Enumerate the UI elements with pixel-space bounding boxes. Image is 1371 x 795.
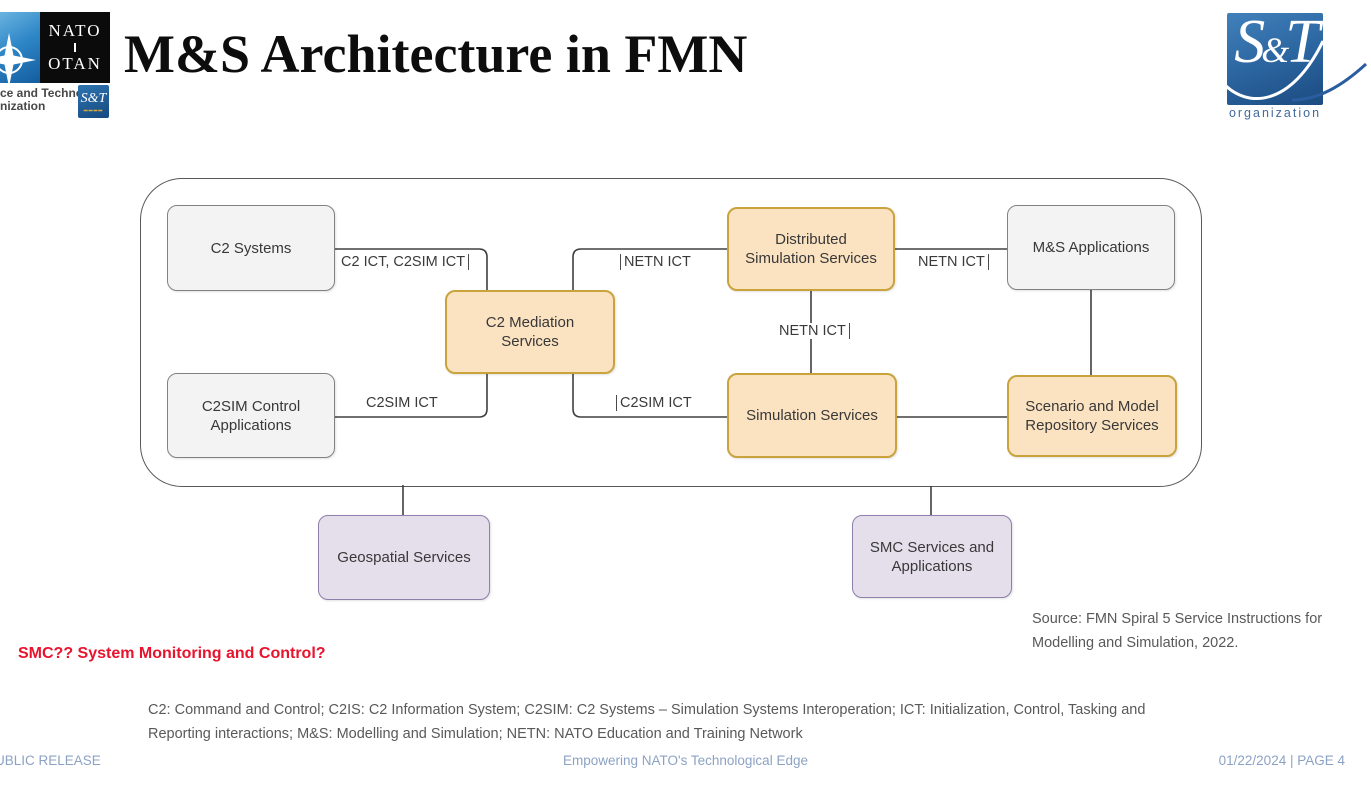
box-ms-applications: M&S Applications (1007, 205, 1175, 290)
sto-swoosh-inner (1227, 40, 1323, 101)
st-small-badge-caption: ▂▂▂▂ (83, 107, 104, 112)
sto-letter-s: S (1234, 13, 1265, 76)
sto-swoosh-tail (1291, 62, 1368, 102)
sto-logo: S&T (1227, 13, 1323, 105)
nato-text: NATO (48, 21, 102, 40)
abbreviations-line1: C2: Command and Control; C2IS: C2 Inform… (148, 702, 1146, 718)
edge-label: NETN ICT (915, 254, 989, 270)
sto-organization-text: organization (1228, 106, 1322, 120)
nato-divider (74, 43, 76, 52)
edge-label: NETN ICT (776, 323, 850, 339)
edge-label: NETN ICT (620, 254, 694, 270)
box-c2-mediation-services: C2 Mediation Services (445, 290, 615, 374)
nato-compass-icon (0, 12, 40, 83)
box-geospatial-services: Geospatial Services (318, 515, 490, 600)
abbreviations-line2: Reporting interactions; M&S: Modelling a… (148, 726, 803, 742)
nato-wordmark: NATO OTAN (40, 12, 110, 83)
sto-caption-line2: nization (0, 99, 46, 113)
otan-text: OTAN (48, 54, 102, 73)
footer-motto: Empowering NATO's Technological Edge (563, 753, 808, 768)
abbreviations-note: C2: Command and Control; C2IS: C2 Inform… (148, 698, 1208, 746)
footer-classification: UBLIC RELEASE (0, 753, 101, 768)
footer-date-page: 01/22/2024 | PAGE 4 (1218, 753, 1345, 768)
sto-logo-st-text: S&T (1227, 13, 1323, 78)
box-smc-services-and-applications: SMC Services and Applications (852, 515, 1012, 598)
box-distributed-simulation-services: Distributed Simulation Services (727, 207, 895, 291)
box-c2sim-control-applications: C2SIM Control Applications (167, 373, 335, 458)
edge-label: C2SIM ICT (363, 395, 441, 411)
source-note: Source: FMN Spiral 5 Service Instruction… (1032, 607, 1332, 655)
st-small-badge-text: S&T (80, 91, 107, 106)
box-simulation-services: Simulation Services (727, 373, 897, 458)
box-scenario-and-model-repository-services: Scenario and Model Repository Services (1007, 375, 1177, 457)
edge-label: C2 ICT, C2SIM ICT (338, 254, 470, 270)
red-question-note: SMC?? System Monitoring and Control? (18, 645, 326, 662)
source-note-line2: Modelling and Simulation, 2022. (1032, 635, 1239, 651)
sto-letter-t: T (1285, 13, 1320, 76)
box-c2-systems: C2 Systems (167, 205, 335, 291)
page-title: M&S Architecture in FMN (124, 24, 748, 84)
source-note-line1: Source: FMN Spiral 5 Service Instruction… (1032, 611, 1323, 627)
nato-logo: NATO OTAN (0, 12, 110, 83)
st-small-badge: S&T ▂▂▂▂ (78, 85, 109, 118)
sto-ampersand: & (1261, 30, 1289, 70)
edge-label: C2SIM ICT (616, 395, 695, 411)
